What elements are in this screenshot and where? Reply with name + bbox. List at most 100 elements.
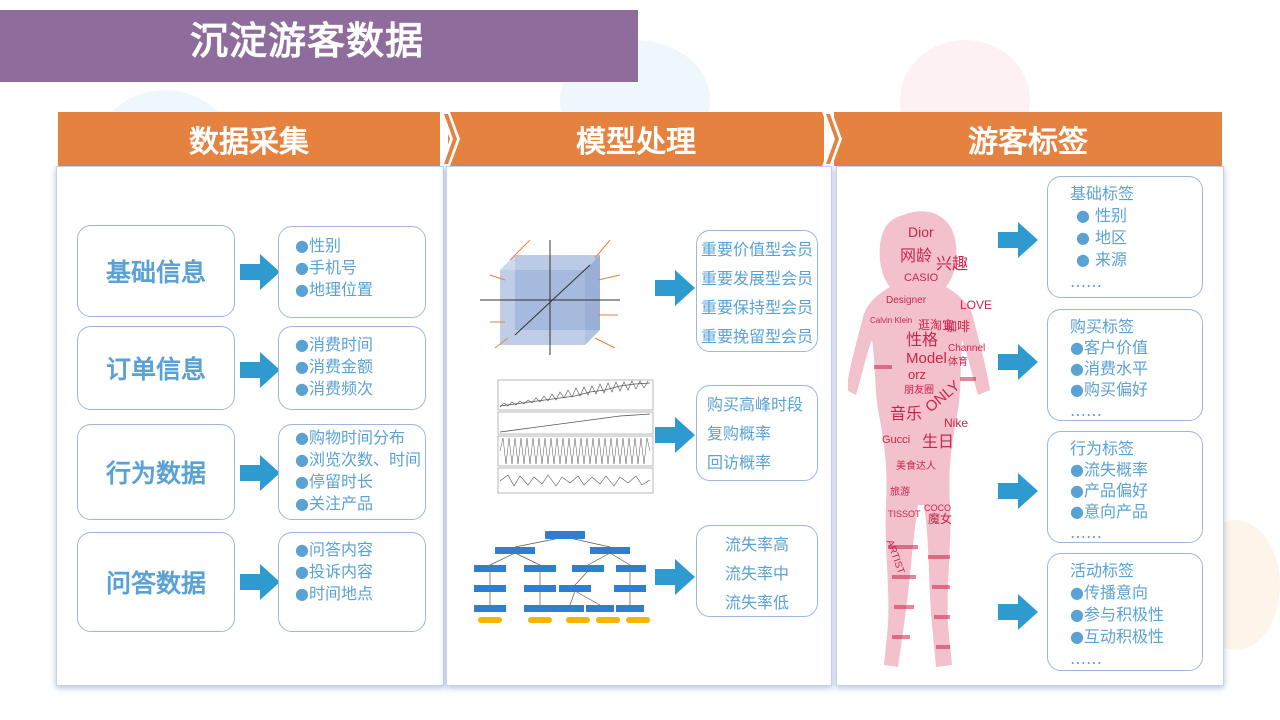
arrow-right-icon bbox=[655, 559, 695, 595]
list-item: 流失率高 bbox=[724, 535, 789, 554]
member-value-list: 重要价值型会员 重要发展型会员 重要保持型会员 重要挽留型会员 bbox=[696, 230, 818, 352]
purchase-tags-box: 购买标签 ●客户价值 ●消费水平 ●购买偏好 …… bbox=[1047, 309, 1203, 421]
word-cloud-term: TISSOT bbox=[888, 509, 921, 519]
list-item: ● 性别 bbox=[1076, 206, 1128, 225]
rfm-cube-diagram bbox=[480, 239, 621, 355]
list-item: ● 地区 bbox=[1076, 228, 1128, 247]
category-label: 订单信息 bbox=[105, 355, 206, 384]
list-item: ●手机号 bbox=[295, 258, 357, 277]
list-item: 流失率中 bbox=[724, 564, 789, 583]
word-cloud-term: 旅游 bbox=[890, 485, 910, 498]
word-cloud-term: 咖啡 bbox=[944, 319, 970, 334]
churn-rate-list: 流失率高 流失率中 流失率低 bbox=[696, 525, 818, 617]
woman-silhouette-word-cloud: Dior 网龄 兴趣 CASIO Designer LOVE 性格 咖啡 Mod… bbox=[848, 211, 992, 667]
category-order-info: 订单信息 bbox=[77, 326, 235, 410]
column-header-model: 模型处理 bbox=[448, 112, 824, 166]
list-item: ●传播意向 bbox=[1070, 583, 1148, 602]
arrow-right-icon bbox=[240, 352, 280, 388]
arrow-right-icon bbox=[240, 564, 280, 600]
list-item: 重要挽留型会员 bbox=[700, 327, 813, 346]
chevron-right-icon bbox=[822, 112, 842, 166]
tag-group-title: 活动标签 bbox=[1070, 561, 1135, 580]
order-info-list: ●消费时间 ●消费金额 ●消费频次 bbox=[278, 326, 426, 410]
list-item: ●问答内容 bbox=[295, 540, 373, 559]
arrow-right-icon bbox=[998, 594, 1038, 630]
word-cloud-term: Model bbox=[906, 350, 947, 367]
word-cloud-term: 体育 bbox=[948, 355, 968, 368]
word-cloud-term: Gucci bbox=[882, 434, 910, 446]
word-cloud-term: 网龄 bbox=[900, 247, 932, 265]
word-cloud-term: Designer bbox=[886, 295, 927, 306]
list-item: ●客户价值 bbox=[1070, 338, 1148, 357]
column-header-label: 数据采集 bbox=[189, 125, 309, 160]
word-cloud-term: Dior bbox=[908, 224, 934, 240]
word-cloud-term: CASIO bbox=[904, 272, 939, 284]
column-header-collection: 数据采集 bbox=[58, 112, 440, 166]
category-label: 问答数据 bbox=[105, 569, 206, 598]
tag-group-title: 基础标签 bbox=[1070, 184, 1135, 203]
arrow-right-icon bbox=[240, 455, 280, 491]
list-item: ●流失概率 bbox=[1070, 460, 1148, 479]
word-cloud-term: 兴趣 bbox=[936, 255, 968, 273]
list-item: ●意向产品 bbox=[1070, 502, 1148, 521]
word-cloud-term: 生日 bbox=[922, 433, 954, 451]
column-header-label: 游客标签 bbox=[968, 125, 1088, 160]
list-item: ●性别 bbox=[295, 236, 341, 255]
list-item: ●消费水平 bbox=[1070, 359, 1148, 378]
category-basic-info: 基础信息 bbox=[77, 225, 235, 317]
category-behavior-data: 行为数据 bbox=[77, 424, 235, 520]
page-title: 沉淀游客数据 bbox=[190, 19, 425, 63]
arrow-right-icon bbox=[998, 473, 1038, 509]
word-cloud-term: 逛淘宝 bbox=[918, 318, 954, 332]
list-item: 重要保持型会员 bbox=[700, 298, 813, 317]
word-cloud-term: COCO bbox=[924, 503, 951, 513]
word-cloud-term: LOVE bbox=[960, 298, 992, 312]
word-cloud-term: orz bbox=[908, 367, 926, 382]
ellipsis: …… bbox=[1070, 649, 1102, 668]
basic-info-list: ●性别 ●手机号 ●地理位置 bbox=[278, 226, 426, 318]
category-label: 行为数据 bbox=[105, 459, 206, 488]
list-item: ●投诉内容 bbox=[295, 562, 373, 581]
tag-group-title: 行为标签 bbox=[1070, 439, 1135, 458]
list-item: 购买高峰时段 bbox=[707, 395, 804, 414]
ellipsis: …… bbox=[1070, 523, 1102, 542]
list-item: ●购买偏好 bbox=[1070, 380, 1148, 399]
list-item: ●消费频次 bbox=[295, 379, 373, 398]
basic-tags-box: 基础标签 ● 性别 ● 地区 ● 来源 …… bbox=[1047, 176, 1203, 298]
list-item: 重要发展型会员 bbox=[700, 269, 813, 288]
word-cloud-term: 美食达人 bbox=[896, 459, 936, 472]
arrow-right-icon bbox=[240, 254, 280, 290]
behavior-tags-box: 行为标签 ●流失概率 ●产品偏好 ●意向产品 …… bbox=[1047, 431, 1203, 543]
activity-tags-box: 活动标签 ●传播意向 ●参与积极性 ●互动积极性 …… bbox=[1047, 553, 1203, 671]
chevron-right-icon bbox=[440, 112, 460, 166]
arrow-right-icon bbox=[998, 222, 1038, 258]
list-item: ●购物时间分布 bbox=[295, 428, 405, 447]
time-series-diagram bbox=[497, 379, 654, 494]
list-item: ●参与积极性 bbox=[1070, 605, 1164, 624]
list-item: ●关注产品 bbox=[295, 494, 373, 513]
list-item: ●互动积极性 bbox=[1070, 627, 1164, 646]
word-cloud-term: Channel bbox=[948, 343, 985, 354]
list-item: ●浏览次数、时间 bbox=[295, 450, 421, 469]
category-qa-data: 问答数据 bbox=[77, 532, 235, 632]
arrow-right-icon bbox=[998, 344, 1038, 380]
list-item: ●消费金额 bbox=[295, 357, 373, 376]
list-item: 回访概率 bbox=[707, 453, 772, 472]
word-cloud-term: 朋友圈 bbox=[904, 383, 934, 396]
qa-data-list: ●问答内容 ●投诉内容 ●时间地点 bbox=[278, 532, 426, 632]
ellipsis: …… bbox=[1070, 401, 1102, 420]
behavior-data-list: ●购物时间分布 ●浏览次数、时间 ●停留时长 ●关注产品 bbox=[278, 424, 426, 520]
word-cloud-term: 音乐 bbox=[890, 405, 922, 423]
arrow-right-icon bbox=[655, 270, 695, 306]
list-item: ●消费时间 bbox=[295, 335, 373, 354]
list-item: ●地理位置 bbox=[295, 280, 373, 299]
column-header-label: 模型处理 bbox=[576, 125, 696, 160]
word-cloud-term: 性格 bbox=[906, 331, 938, 349]
list-item: 复购概率 bbox=[707, 424, 772, 443]
ellipsis: …… bbox=[1070, 272, 1102, 291]
title-bar bbox=[0, 10, 638, 82]
arrow-right-icon bbox=[655, 417, 695, 453]
word-cloud-term: 魔女 bbox=[928, 511, 952, 526]
list-item: ●时间地点 bbox=[295, 584, 373, 603]
list-item: ●产品偏好 bbox=[1070, 481, 1148, 500]
